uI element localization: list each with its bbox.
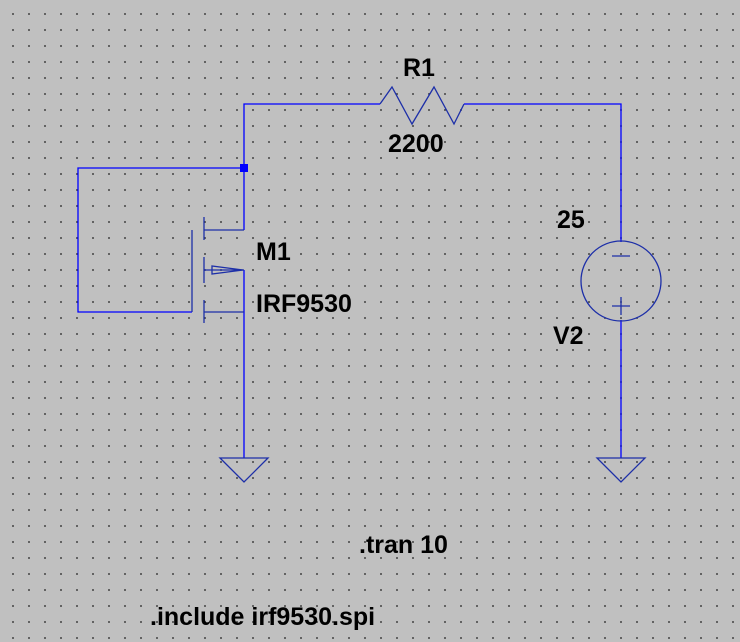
resistor-value-label[interactable]: 2200 <box>388 130 444 158</box>
wires <box>77 103 622 458</box>
wire-gate-feedback[interactable] <box>77 167 244 313</box>
include-directive[interactable]: .include irf9530.spi <box>150 603 376 631</box>
mosfet-m1[interactable] <box>191 217 244 323</box>
ground-icon[interactable] <box>218 457 270 483</box>
source-value-label[interactable]: 25 <box>557 206 585 234</box>
body-arrow-icon <box>211 265 244 275</box>
source-circle <box>580 240 662 322</box>
ground-icon[interactable] <box>595 457 647 483</box>
wire-r1-to-v2[interactable] <box>464 103 622 242</box>
mosfet-model-label[interactable]: IRF9530 <box>256 290 352 318</box>
junction-dot <box>240 164 248 172</box>
mosfet-ref-label[interactable]: M1 <box>256 238 291 266</box>
resistor-ref-label[interactable]: R1 <box>403 54 435 82</box>
resistor-zigzag <box>379 85 465 126</box>
tran-directive[interactable]: .tran 10 <box>359 531 448 559</box>
wire-drain-to-r1[interactable] <box>243 103 380 230</box>
source-ref-label[interactable]: V2 <box>553 322 584 350</box>
voltage-source-v2[interactable] <box>580 240 662 322</box>
resistor-r1[interactable] <box>379 85 465 126</box>
